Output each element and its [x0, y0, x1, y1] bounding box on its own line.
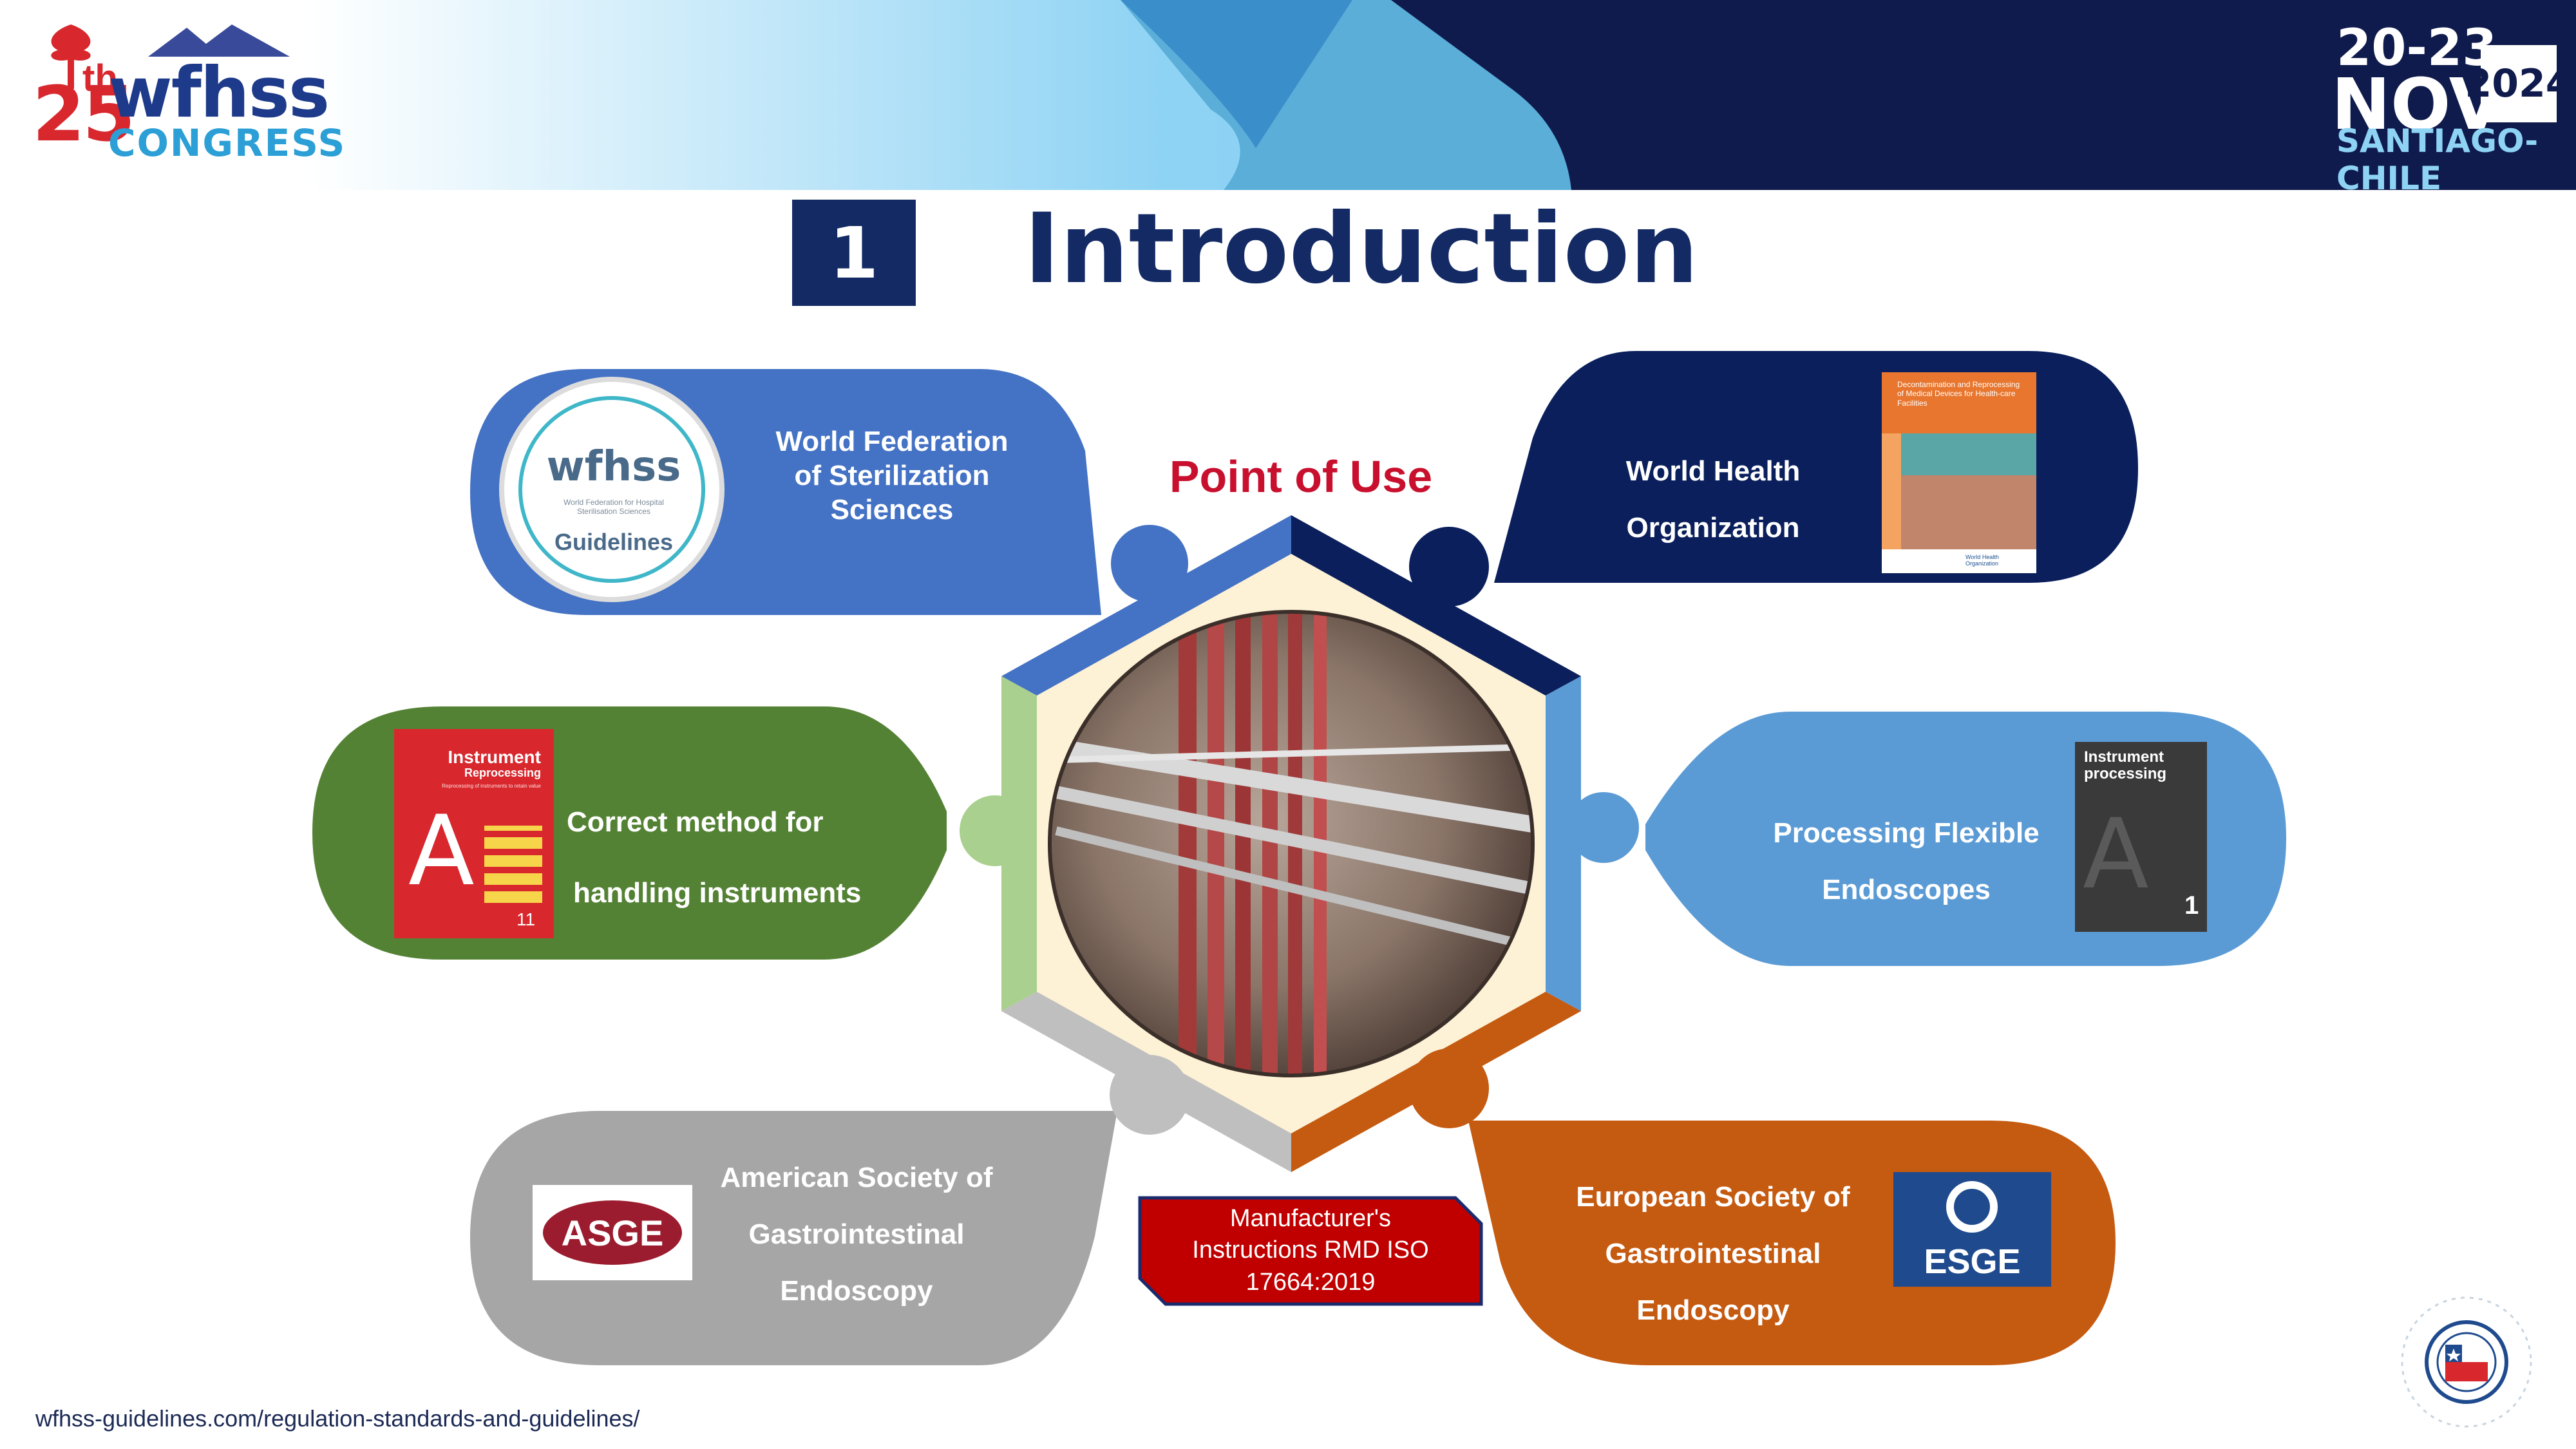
manufacturer-box — [1138, 1196, 1483, 1306]
logo-subtitle: CONGRESS — [108, 121, 346, 165]
handling-book-title: Instrument — [448, 747, 541, 767]
esge-label: European Society of Gastrointestinal End… — [1576, 1181, 1850, 1326]
handling-label: Correct method for handling instruments — [567, 806, 862, 909]
who-book-cover: Decontamination and Reprocessing of Medi… — [1882, 372, 2036, 573]
handling-book-subtitle: Reprocessing — [464, 766, 541, 779]
esge-emblem-icon — [1946, 1181, 1998, 1233]
asge-logo-text: ASGE — [561, 1213, 664, 1253]
point-of-use-title: Point of Use — [1169, 451, 1433, 502]
esge-logo-text: ESGE — [1924, 1242, 2021, 1281]
mountains-icon — [148, 24, 290, 57]
who-label: World Health Organization — [1625, 455, 1801, 544]
instruments-photo — [1050, 612, 1533, 1075]
flexible-book-number: 1 — [2184, 891, 2199, 920]
asge-card — [470, 1111, 1117, 1365]
letter-a-icon: A — [2083, 799, 2149, 911]
logo-name: wfhss — [108, 53, 330, 133]
handling-book-number: 11 — [516, 909, 536, 929]
badge-small-text: World Federation for Hospital Sterilisat… — [564, 498, 664, 516]
date-year: 2024 — [2465, 45, 2573, 122]
event-date: 20-23 NOV 2024 SANTIAGO-CHILE — [2331, 19, 2573, 197]
esge-logo: ESGE — [1893, 1172, 2051, 1287]
letter-a-icon: A — [408, 795, 475, 907]
handling-book-cover: Instrument Reprocessing Reprocessing of … — [394, 729, 554, 938]
chile-flag-icon — [2401, 1296, 2532, 1428]
badge-name: wfhss — [546, 443, 681, 491]
icon-grid — [484, 826, 542, 903]
flexible-label: Processing Flexible Endoscopes — [1773, 817, 2040, 905]
logo-suffix: th — [82, 57, 118, 99]
wfhss-guidelines-badge: wfhss World Federation for Hospital Ster… — [499, 377, 724, 602]
flexible-book-subtitle: processing — [2084, 765, 2167, 782]
who-book-publisher: World Health Organization — [1965, 554, 1999, 567]
flexible-book-cover: Instrument processing A 1 — [2075, 742, 2207, 932]
handling-book-tagline: Reprocessing of instruments to retain va… — [442, 783, 541, 789]
flexible-book-title: Instrument — [2084, 748, 2164, 766]
logo-number: 25 — [32, 70, 135, 158]
manufacturer-label: Manufacturer's Instructions RMD ISO 1766… — [1192, 1205, 1429, 1296]
header-banner — [0, 0, 2576, 190]
date-month: NOV — [2331, 63, 2504, 146]
footer-link[interactable]: wfhss-guidelines.com/regulation-standard… — [35, 1405, 640, 1432]
badge-caption: Guidelines — [554, 529, 674, 555]
asge-label: American Society of Gastrointestinal End… — [720, 1162, 993, 1307]
date-range: 20-23 — [2336, 19, 2497, 77]
wfhss-label: World Federation of Sterilization Scienc… — [775, 426, 1009, 526]
page-title: Introduction — [1024, 193, 1699, 305]
congress-logo: 25 th wfhss CONGRESS — [32, 24, 345, 165]
section-number: 1 — [792, 200, 916, 306]
asge-logo: ASGE — [533, 1185, 692, 1280]
tree-icon — [51, 24, 91, 89]
date-city: SANTIAGO-CHILE — [2336, 122, 2539, 197]
who-book-title: Decontamination and Reprocessing of Medi… — [1897, 380, 2020, 408]
